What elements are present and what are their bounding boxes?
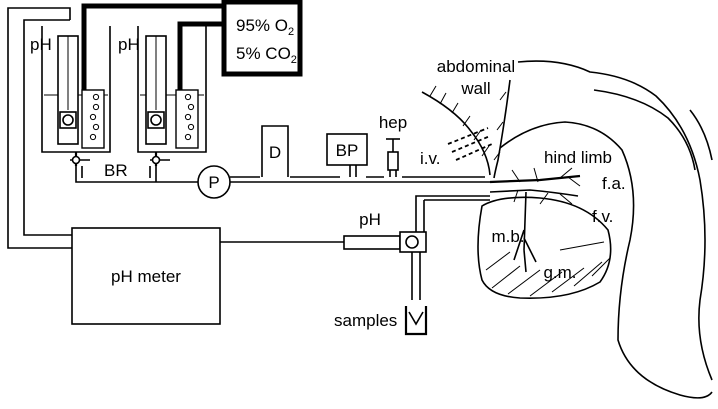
muscle-fibers: [485, 241, 611, 297]
gas-tube-left: [81, 89, 105, 149]
reservoir-right: [137, 26, 207, 153]
heparin-syringe: [386, 138, 400, 177]
abdominal-wall-hatching: [429, 85, 507, 161]
samples-label: samples: [334, 311, 397, 330]
br-label: BR: [104, 161, 128, 180]
femoral-artery: [489, 174, 581, 184]
outflow-line: [75, 166, 198, 183]
pump: [197, 165, 231, 199]
iv-vessel: [447, 127, 493, 161]
gastrocnemius-vessel: [513, 191, 537, 273]
fv-label: f.v.: [592, 207, 613, 226]
bp-transducer: [326, 133, 368, 166]
abdominal-wall-outline: [421, 91, 491, 176]
ph-label-left: pH: [30, 35, 52, 54]
stopcock-right: [150, 152, 170, 166]
pump-label: P: [208, 173, 219, 192]
sample-drain-line: [411, 250, 421, 300]
damper-label: D: [269, 143, 281, 162]
ph-meter-label: pH meter: [111, 267, 181, 286]
ph-electrode-label: pH: [359, 210, 381, 229]
ph-meter: [71, 227, 221, 325]
stopcock-left: [70, 152, 90, 166]
gm-label: g.m.: [543, 263, 576, 282]
hind-limb-label: hind limb: [544, 148, 612, 167]
iv-label: i.v.: [420, 149, 440, 168]
hind-limb-outline: [499, 121, 713, 399]
hep-label: hep: [379, 113, 407, 132]
ph-label-right: pH: [118, 35, 140, 54]
mb-label: m.b.: [491, 227, 524, 246]
gas-o2-label: 95% O2: [236, 16, 294, 38]
abdominal-label: abdominal: [437, 57, 515, 76]
fa-label: f.a.: [602, 174, 626, 193]
damper: [261, 125, 289, 177]
femoral-vein: [489, 189, 579, 197]
hind-limb-outline-outer: [517, 60, 713, 381]
artery-branches: [511, 167, 581, 205]
samples-cup: [404, 306, 428, 336]
ph-flow-electrode: [343, 231, 427, 253]
gas-supply-box: [221, 0, 303, 77]
outflow-line-inner: [81, 166, 151, 178]
reservoir-left: [41, 26, 111, 153]
wall-label: wall: [460, 79, 490, 98]
muscle-block: [477, 196, 612, 299]
bp-label: BP: [336, 141, 359, 160]
electrode-cable-inner: [23, 19, 72, 236]
gas-co2-label: 5% CO2: [236, 44, 297, 66]
